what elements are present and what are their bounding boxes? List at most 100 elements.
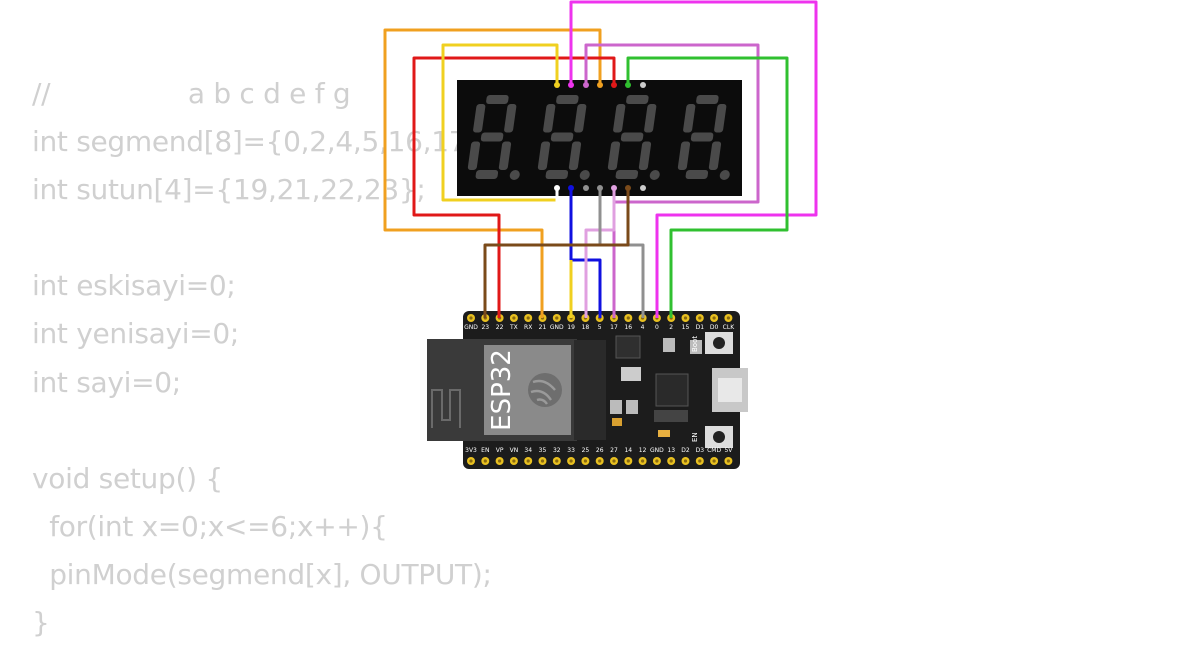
digit [677,95,730,180]
digit [537,95,590,180]
segment [473,104,486,133]
pin-label: 5 [598,324,602,331]
segment [696,95,719,104]
pin-label: GND [464,324,478,331]
pin-hole [526,459,530,463]
pin-hole [540,459,545,463]
en-button[interactable] [705,426,733,448]
segment [475,170,499,179]
wire-magenta[interactable] [569,0,818,318]
segment [543,104,556,133]
segment [467,141,481,170]
usb-port[interactable] [712,368,748,412]
pin-hole [598,459,602,463]
segment [677,141,691,170]
pin-label: 34 [524,447,532,454]
pin-label: 25 [582,447,590,454]
pin-label: TX [509,324,518,331]
wire-brown[interactable] [483,190,630,318]
display-pin[interactable] [568,185,574,191]
boot-label: Boot [691,336,699,352]
pin-label: 22 [496,324,504,331]
pin-hole [726,316,731,320]
pin-label: 4 [641,324,645,331]
pin-label: 0 [655,324,659,331]
pin-label: D3 [696,447,705,454]
pin-hole [498,459,502,463]
display-pin[interactable] [611,185,617,191]
segment [480,132,504,142]
pin-label: 14 [624,447,632,454]
display-pin[interactable] [625,82,631,88]
display-pin[interactable] [597,82,603,88]
pin-hole [626,459,630,463]
segment [626,95,649,104]
segment [683,104,696,133]
pin-hole [512,459,516,463]
wire-gray[interactable] [598,190,645,318]
pin-label: 13 [667,447,675,454]
segment [714,104,727,133]
segment [615,170,639,179]
pin-label: 3V3 [465,447,477,454]
segment [607,141,621,170]
pin-hole [469,316,473,320]
pin-hole [698,316,702,320]
boot-button[interactable] [705,332,733,354]
code-line: void setup() { [32,461,223,495]
segment [620,132,644,142]
pin-hole [555,316,559,320]
segment [574,104,587,133]
pin-hole [655,459,659,463]
en-label: EN [691,432,699,442]
segment [613,104,626,133]
pin-label: 2 [669,324,673,331]
pin-label: GND [550,324,564,331]
wire-green[interactable] [626,56,789,318]
decimal-point [649,170,660,180]
pin-hole [712,459,716,463]
display-pin[interactable] [568,82,574,88]
pin-hole [698,459,702,463]
decimal-point [509,170,520,180]
pin-hole [641,459,645,463]
segment [537,141,551,170]
wire-red[interactable] [412,56,616,318]
display-pin[interactable] [554,82,560,88]
display-pin[interactable] [625,185,631,191]
pin-label: 26 [596,447,604,454]
pin-hole [683,316,688,320]
pin-label: D2 [681,447,690,454]
segment [685,170,709,179]
display-pin[interactable] [597,185,603,191]
segment [644,104,657,133]
display-pin[interactable] [640,82,646,88]
espressif-logo-icon [528,373,562,407]
seven-segment-display[interactable] [457,80,742,196]
code-line: for(int x=0;x<=6;x++){ [32,509,388,543]
pin-label: CMD [707,447,721,454]
pin-hole [612,459,616,463]
wires [383,0,818,318]
display-pin[interactable] [554,185,560,191]
decimal-point [579,170,590,180]
pin-hole [669,459,673,463]
display-pin[interactable] [640,185,646,191]
pin-hole [683,459,688,463]
pin-label: D0 [710,324,719,331]
pin-label: CLK [723,324,736,331]
pin-label: 17 [610,324,618,331]
antenna-trace-icon [431,389,461,428]
display-pin[interactable] [583,82,589,88]
pin-hole [526,316,530,320]
pin-label: VP [496,447,504,454]
pin-hole [583,459,588,463]
code-line: int sutun[4]={19,21,22,23}; [32,173,426,207]
usb-chip [655,373,689,407]
display-pin[interactable] [611,82,617,88]
display-pin[interactable] [583,185,589,191]
segment [568,141,582,170]
